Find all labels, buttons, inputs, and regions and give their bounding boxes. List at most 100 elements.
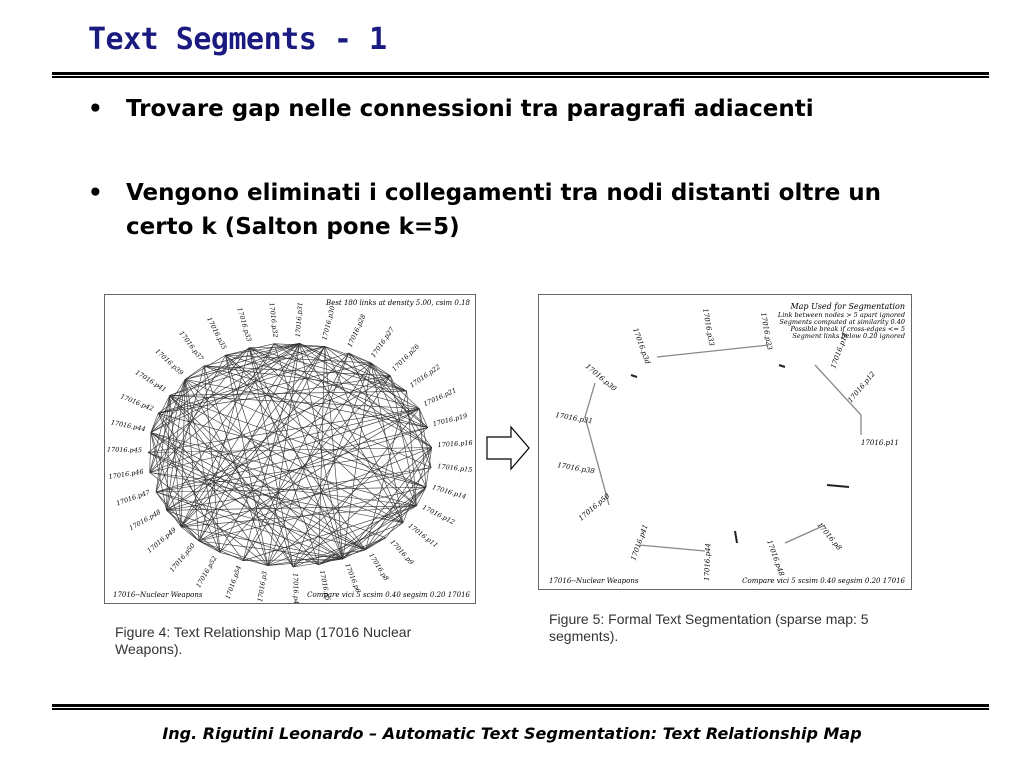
figure4-node-label: 17016.p28: [346, 313, 368, 348]
relationship-link: [166, 510, 319, 565]
relationship-link: [169, 395, 427, 488]
figure5-image: Map Used for Segmentation Link between n…: [538, 294, 912, 590]
bullet-item: • Trovare gap nelle connessioni tra parag…: [88, 92, 948, 126]
relationship-link: [219, 375, 391, 553]
relationship-link: [150, 432, 167, 511]
relationship-link: [365, 391, 407, 550]
bullet-dot: •: [88, 180, 103, 206]
relationship-link: [198, 347, 250, 542]
figure5-node-label: 17016.p11: [861, 439, 899, 447]
relationship-link: [198, 540, 244, 561]
figure5-node-label: 17016.p50: [577, 492, 612, 523]
relationship-link: [169, 395, 182, 527]
relationship-link: [150, 347, 250, 433]
slide-title: Text Segments - 1: [88, 22, 387, 57]
relationship-link: [198, 540, 343, 560]
relationship-link: [324, 346, 391, 377]
relationship-link: [299, 343, 404, 523]
figure5-node-label: 17016.p41: [629, 523, 649, 561]
relationship-link: [249, 347, 407, 392]
figure4-node-label: 17016.p35: [205, 316, 228, 351]
relationship-link: [169, 395, 344, 560]
relationship-link: [370, 362, 391, 377]
relationship-link: [150, 432, 319, 565]
figure4-node-label: 17016.p19: [432, 412, 468, 428]
figure5-node-label: 17016.p31: [555, 411, 594, 425]
relationship-link: [203, 365, 391, 377]
relationship-link: [248, 347, 319, 565]
bullet-text: Trovare gap nelle connessioni tra paragr…: [126, 96, 814, 122]
text-relationship-map: Best 180 links at density 5.00, csim 0.1…: [107, 299, 473, 604]
relationship-link: [180, 343, 275, 527]
figure5-legend-title: Map Used for Segmentation: [789, 302, 905, 311]
relationship-link: [203, 365, 428, 428]
figure5-node-label: 17016.p44: [703, 543, 712, 581]
relationship-link: [158, 347, 250, 414]
figure4-node-label: 17016.p15: [437, 462, 473, 474]
figure4-footer-left: 17016--Nuclear Weapons: [113, 591, 203, 599]
relationship-link: [166, 467, 432, 511]
figure4-node-label: 17016.p39: [153, 347, 184, 377]
figure4-caption: Figure 4: Text Relationship Map (17016 N…: [115, 624, 412, 657]
relationship-link: [198, 540, 221, 553]
relationship-link: [155, 395, 171, 493]
slide-footer: Ing. Rigutini Leonardo – Automatic Text …: [162, 724, 862, 743]
relationship-link: [370, 362, 432, 448]
relationship-link: [180, 505, 417, 528]
relationship-link: [225, 354, 404, 524]
relationship-link: [184, 379, 294, 568]
relationship-link: [225, 343, 300, 356]
relationship-link: [318, 505, 417, 565]
relationship-link: [225, 354, 420, 409]
relationship-link: [390, 375, 417, 506]
figure4-node-label: 17016.p16: [437, 439, 473, 449]
figure4-node-label: 17016.p6: [343, 562, 362, 594]
relationship-link: [147, 408, 420, 453]
relationship-link: [203, 365, 432, 468]
relationship-link: [198, 447, 432, 542]
segment-links: [584, 344, 862, 552]
relationship-link: [155, 379, 186, 493]
relationship-link: [185, 365, 205, 380]
relationship-link: [150, 395, 171, 433]
figure4-node-label: 17016.p30: [320, 305, 336, 341]
figure5-legend-line: Possible break if cross-edges <= 5: [789, 325, 905, 333]
relationship-link: [402, 447, 432, 523]
relationship-link: [273, 343, 407, 392]
bullet-item: •Vengono eliminati i collegamenti tra no…: [88, 176, 948, 244]
figure4-node-label: 17016.p54: [224, 564, 243, 600]
relationship-link: [180, 346, 325, 527]
figure4-node-label: 17016.p3: [256, 571, 269, 603]
figure4-node-label: 17016.p33: [235, 307, 253, 343]
figure4-node-label: 17016.p49: [146, 526, 178, 555]
relationship-link: [203, 365, 269, 566]
relationship-link: [198, 343, 300, 542]
relationship-link: [198, 346, 325, 542]
figure4-node-label: 17016.p32: [267, 302, 279, 338]
relationship-link: [318, 486, 427, 565]
relationship-link: [158, 375, 391, 414]
figure4-node-label: 17016.p48: [128, 508, 163, 532]
figure4-node-label: 17016.p44: [110, 418, 146, 433]
figure4-node-label: 17016.p31: [294, 302, 304, 338]
figure5-legend-line: Segment links below 0.20 ignored: [792, 332, 905, 340]
figure4-node-label: 17016.p12: [421, 503, 456, 526]
relationship-link: [248, 347, 417, 507]
relationship-link: [249, 347, 432, 448]
figure4-node-label: 17016.p46: [108, 468, 144, 481]
figure4-node-label: 17016.p21: [422, 386, 457, 408]
relationship-link: [348, 352, 372, 364]
segment-break-marks: [630, 364, 850, 544]
figure4-image: Best 180 links at density 5.00, csim 0.1…: [104, 294, 476, 604]
figure5-legend-line: Segments computed at similarity 0.40: [779, 318, 905, 326]
figure5-node-label: 17016.p33: [701, 308, 716, 347]
relationship-link: [166, 395, 171, 511]
figure4-footer-right: Compare vici 5 scsim 0.40 segsim 0.20 17…: [307, 591, 470, 599]
relationship-link: [149, 432, 152, 473]
relationship-link: [225, 343, 275, 356]
relationship-link: [299, 343, 420, 409]
bullet-dot: •: [88, 96, 103, 122]
relationship-link: [365, 447, 432, 550]
relationship-link: [180, 408, 420, 528]
figure4-node-label: 17016.p45: [107, 446, 142, 455]
